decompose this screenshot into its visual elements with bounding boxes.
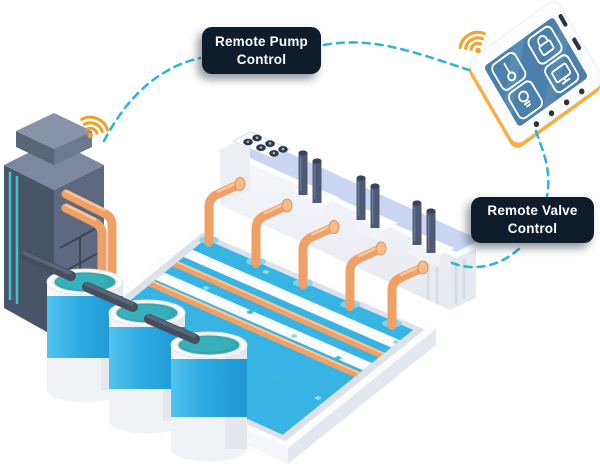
storage-tank-1	[20, 251, 124, 403]
callout-pump-line1: Remote Pump	[215, 33, 308, 49]
storage-tank-3	[144, 314, 248, 462]
lock-icon[interactable]	[526, 24, 563, 65]
tablet-buttons[interactable]	[533, 87, 586, 128]
tower-cap-right	[54, 131, 92, 165]
tablet-slot	[572, 37, 582, 51]
callout-valve-line1: Remote Valve	[487, 203, 578, 219]
link-pump-tablet	[322, 41, 471, 72]
tank-spout	[144, 314, 200, 344]
callout-pump-line2: Control	[236, 51, 287, 67]
link-valve-basin	[450, 244, 524, 269]
exhaust-stacks	[294, 150, 454, 268]
wall-top-edge	[220, 147, 456, 255]
tank-spout	[82, 282, 138, 312]
tower-wifi-icon	[80, 115, 109, 139]
tablet-wifi-icon	[458, 30, 486, 54]
callout-valve-line2: Control	[507, 221, 558, 236]
basin-wall	[199, 131, 482, 330]
water-sparkles	[186, 249, 358, 381]
lightbulb-icon[interactable]	[507, 79, 544, 120]
wall-right-top	[450, 243, 482, 258]
monitor-icon[interactable]	[543, 53, 580, 94]
thermometer-icon[interactable]	[490, 51, 527, 92]
tower-outlet-pipes	[61, 189, 117, 311]
tank-body	[171, 357, 247, 417]
basin-rim-face-right	[288, 329, 436, 464]
tower-left-face	[4, 165, 54, 336]
tower-cap	[16, 131, 54, 165]
stack-pipe	[412, 200, 436, 253]
callout-pump: Remote Pump Control	[202, 27, 321, 74]
tank-spout	[20, 251, 76, 281]
tablet	[469, 1, 600, 148]
callout-valve: Remote Valve Control	[471, 197, 594, 243]
tower-vents	[59, 225, 101, 301]
lane-divider	[170, 240, 414, 367]
knob-dots	[246, 136, 285, 155]
control-knob-panel	[231, 131, 292, 159]
tablet-slot	[558, 14, 568, 27]
tower-cap-top	[16, 113, 92, 149]
wall-dosing-pipes	[199, 177, 429, 330]
tower-accent-stripes	[8, 172, 19, 304]
link-tower-pump	[102, 56, 202, 143]
stack-pipe	[298, 150, 322, 203]
link-tablet-valve	[534, 129, 550, 198]
stack-pipe	[356, 175, 380, 228]
